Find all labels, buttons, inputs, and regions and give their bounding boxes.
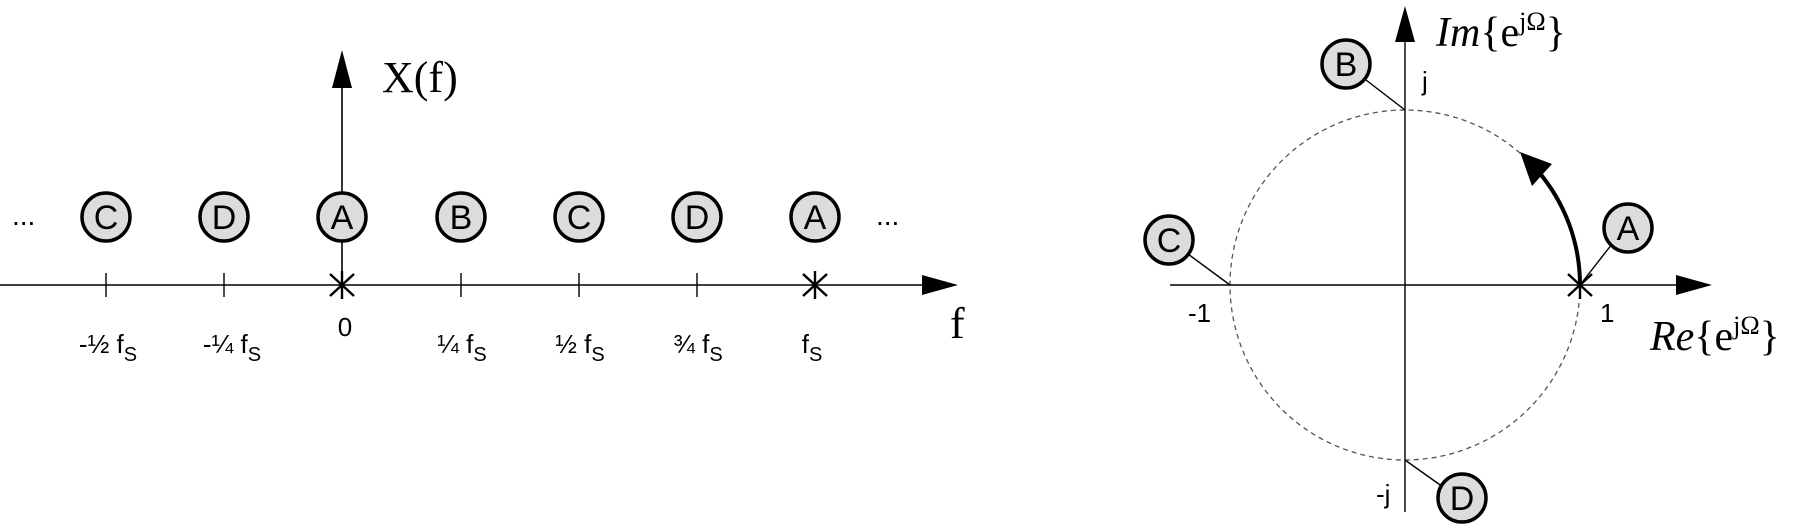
spectrum-marker-a-1: A [316,191,368,243]
spectrum-marker-d-2: D [671,191,723,243]
unit-marker-c: C [1143,214,1195,266]
svg-text:D: D [212,199,237,237]
tick-label-pos-real: 1 [1600,298,1614,328]
spectrum-marker-c-2: C [553,191,605,243]
tick-label-fs: fS [802,329,823,366]
unit-circle-markers: A B C D [1143,38,1654,524]
ellipsis-right: ... [876,200,899,231]
svg-text:B: B [1335,46,1358,84]
leader-d [1404,459,1444,488]
real-axis-arrowhead [1676,275,1712,295]
unit-marker-b: B [1320,38,1372,90]
xf-axis-label: X(f) [382,53,458,102]
asterisk-at-fs [802,271,828,299]
spectrum-ticks [105,273,698,297]
spectrum-tick-labels: -½ fS -¼ fS 0 ¼ fS ½ fS ¾ fS fS [79,312,822,366]
tick-label-neg-imag: -j [1376,479,1390,509]
marker-leader-lines [1187,79,1613,488]
svg-text:A: A [1617,210,1640,248]
svg-text:A: A [804,199,827,237]
spectrum-marker-c-1: C [80,191,132,243]
f-axis-label: f [950,299,965,348]
leader-a [1579,243,1613,286]
spectrum-marker-d-1: D [198,191,250,243]
ellipsis-left: ... [12,200,35,231]
tick-label-neg-real: -1 [1188,298,1211,328]
rotation-arc [1535,168,1583,286]
real-axis-label: Re{ejΩ} [1649,311,1780,360]
svg-text:C: C [94,199,119,237]
rotation-arrowhead [1520,152,1552,186]
imag-axis-label: Im{ejΩ} [1435,7,1566,56]
asterisk-at-zero [329,271,355,299]
spectrum-diagram: X(f) f ... ... -½ fS -¼ fS 0 ¼ fS [0,50,965,366]
svg-text:D: D [685,199,710,237]
tick-label-half: ½ fS [555,329,604,366]
tick-label-neg-half: -½ fS [79,329,137,366]
leader-c [1187,253,1231,286]
svg-text:A: A [331,199,354,237]
imag-axis-arrowhead [1395,6,1415,42]
spectrum-marker-a-2: A [789,191,841,243]
spectrum-markers: C D A B C D A [80,191,841,243]
svg-text:B: B [450,199,473,237]
xf-axis-arrowhead [332,50,352,88]
f-axis-arrowhead [922,275,958,295]
svg-text:C: C [567,199,592,237]
tick-label-three-quarter: ¾ fS [673,329,722,366]
unit-marker-d: D [1436,472,1488,524]
svg-text:C: C [1157,222,1182,260]
svg-text:D: D [1450,480,1475,518]
tick-label-zero: 0 [338,312,352,342]
unit-marker-a: A [1602,202,1654,254]
unit-circle-diagram: Im{ejΩ} Re{ejΩ} 1 -1 j -j A [1143,6,1780,524]
leader-b [1365,79,1406,111]
tick-label-quarter: ¼ fS [437,329,486,366]
tick-label-pos-imag: j [1421,66,1428,96]
tick-label-neg-quarter: -¼ fS [203,329,261,366]
spectrum-marker-b-1: B [435,191,487,243]
